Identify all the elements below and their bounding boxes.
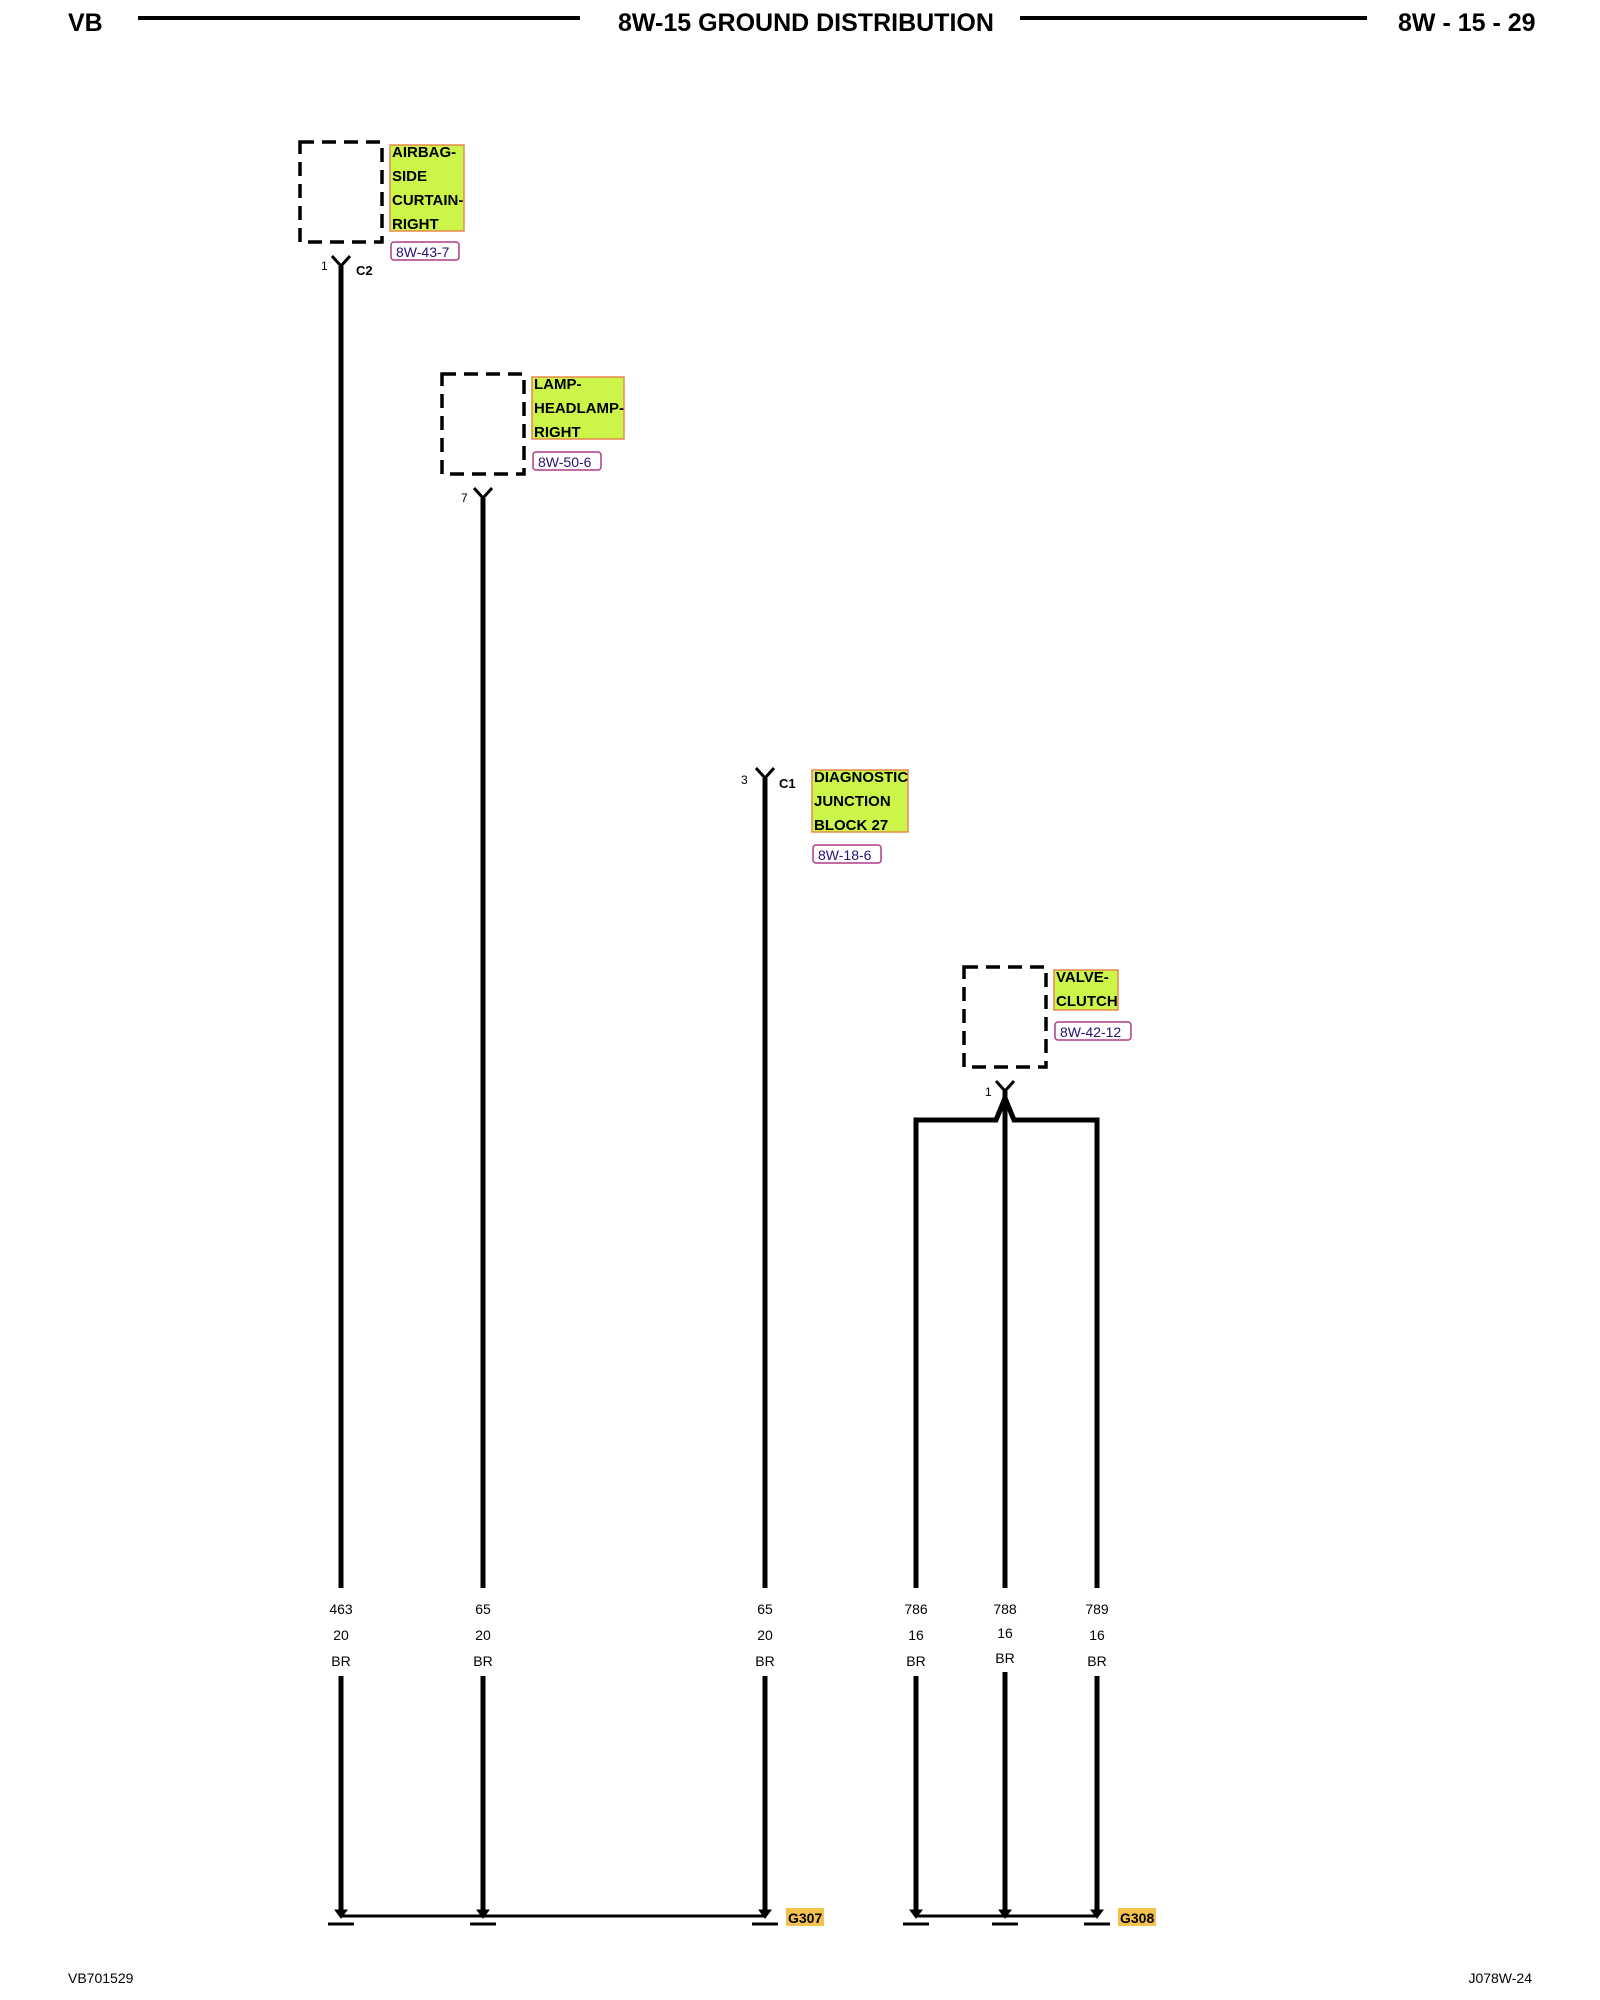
component-lamp-headlamp-right: LAMP- HEADLAMP- RIGHT 8W-50-6 7	[440, 372, 625, 505]
reference-box[interactable]	[1054, 1021, 1132, 1041]
wire-circuit: 463	[329, 1601, 353, 1617]
wire-labels: 463 20 BR 65 20 BR 65 20 BR 786 16 BR 78…	[329, 1601, 1109, 1669]
footer-right-code: J078W-24	[1468, 1970, 1532, 1986]
reference-link[interactable]: 8W-50-6	[538, 454, 592, 470]
wire-gauge: 16	[1089, 1627, 1105, 1643]
component-label-line: HEADLAMP-	[534, 400, 624, 417]
component-label-box	[811, 769, 909, 833]
pin-number: 1	[321, 259, 328, 273]
connector-id: C1	[779, 776, 796, 791]
header-code: VB	[68, 9, 103, 37]
reference-link[interactable]: 8W-43-7	[396, 244, 450, 260]
wire-gauge: 20	[475, 1627, 491, 1643]
ground-id-g308: G308	[1120, 1910, 1154, 1926]
header-rule-left	[138, 16, 580, 20]
component-diagnostic-junction-block: DIAGNOSTIC JUNCTION BLOCK 27 8W-18-6 3 C…	[741, 766, 909, 864]
wire-circuit: 65	[475, 1601, 491, 1617]
ground-id-g307: G307	[788, 1910, 822, 1926]
reference-box[interactable]	[390, 241, 460, 261]
component-label-box	[1053, 969, 1119, 1011]
page-title: 8W-15 GROUND DISTRIBUTION	[618, 9, 994, 37]
connector-terminal-icon	[472, 486, 494, 501]
wire-color: BR	[995, 1650, 1014, 1666]
reference-box[interactable]	[812, 844, 882, 864]
component-label-line: CLUTCH	[1056, 993, 1118, 1010]
header-rule-right	[1020, 16, 1367, 20]
connector-terminal-icon	[994, 1079, 1016, 1094]
wire-gauge: 16	[997, 1625, 1013, 1641]
ground-symbol-icon	[470, 1909, 496, 1926]
component-outline	[962, 965, 1048, 1069]
wire-color: BR	[331, 1653, 350, 1669]
wire-gauge: 20	[333, 1627, 349, 1643]
pin-number: 1	[985, 1085, 992, 1099]
ground-symbol-icon	[752, 1909, 778, 1926]
reference-link[interactable]: 8W-18-6	[818, 847, 872, 863]
component-outline	[298, 140, 384, 244]
component-label-line: DIAGNOSTIC	[814, 769, 908, 786]
upper-wires	[338, 266, 1100, 1588]
component-label-line: AIRBAG-	[392, 144, 456, 161]
component-label-line: CURTAIN-	[392, 192, 463, 209]
ground-labels: G307 G308	[786, 1908, 1156, 1926]
wire-color: BR	[755, 1653, 774, 1669]
wire-color: BR	[473, 1653, 492, 1669]
ground-symbol-icon	[903, 1909, 929, 1926]
wire-color: BR	[1087, 1653, 1106, 1669]
wire-circuit: 788	[993, 1601, 1017, 1617]
component-label-line: LAMP-	[534, 376, 582, 393]
connector-id: C2	[356, 263, 373, 278]
ground-symbol-icon	[328, 1909, 354, 1926]
wire-circuit: 65	[757, 1601, 773, 1617]
wire-circuit: 789	[1085, 1601, 1109, 1617]
component-label-line: RIGHT	[392, 216, 439, 233]
ground-label-box	[1118, 1908, 1156, 1926]
ground-symbol-icon	[1084, 1909, 1110, 1926]
pin-number: 3	[741, 773, 748, 787]
component-label-line: RIGHT	[534, 424, 581, 441]
reference-box[interactable]	[532, 451, 602, 471]
component-valve-clutch: VALVE- CLUTCH 8W-42-12 1	[962, 965, 1132, 1099]
wire-color: BR	[906, 1653, 925, 1669]
connector-terminal-icon	[754, 766, 776, 781]
ground-label-box	[786, 1908, 824, 1926]
lower-wires	[338, 1672, 1100, 1918]
component-label-line: JUNCTION	[814, 793, 891, 810]
pin-number: 7	[461, 491, 468, 505]
wire-circuit: 786	[904, 1601, 928, 1617]
reference-link[interactable]: 8W-42-12	[1060, 1024, 1121, 1040]
component-label-box	[531, 376, 625, 440]
ground-symbols	[328, 1909, 1110, 1926]
component-label-line: VALVE-	[1056, 969, 1109, 986]
footer-left-code: VB701529	[68, 1970, 134, 1986]
ground-symbol-icon	[992, 1909, 1018, 1926]
component-label-line: BLOCK 27	[814, 817, 888, 834]
component-label-line: SIDE	[392, 168, 427, 185]
component-outline	[440, 372, 526, 476]
connector-terminal-icon	[330, 254, 352, 269]
wire-gauge: 20	[757, 1627, 773, 1643]
component-label-box	[389, 144, 465, 232]
page-number: 8W - 15 - 29	[1398, 9, 1536, 37]
wire-gauge: 16	[908, 1627, 924, 1643]
component-airbag-side-curtain-right: AIRBAG- SIDE CURTAIN- RIGHT 8W-43-7 1 C2	[298, 140, 465, 278]
